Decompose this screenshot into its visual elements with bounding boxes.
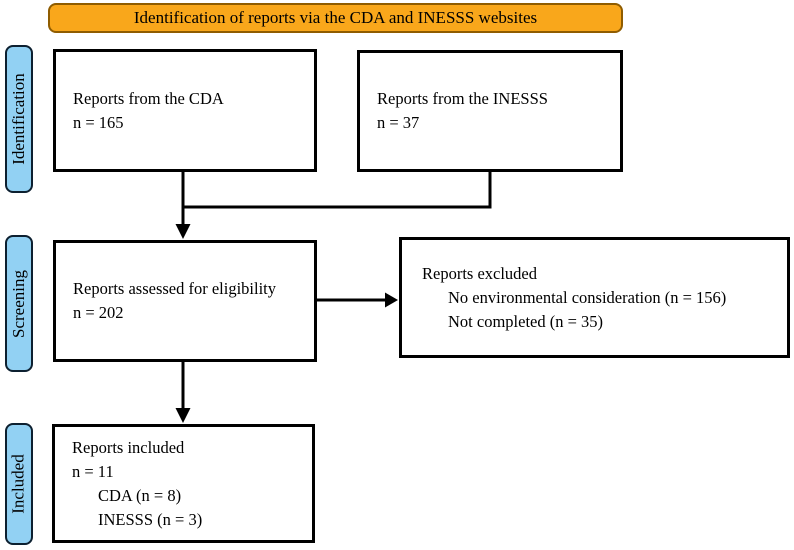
stage-identification-text: Identification xyxy=(9,73,29,165)
box-assessed-title: Reports assessed for eligibility xyxy=(73,279,277,298)
box-included-title: Reports included xyxy=(72,437,185,457)
box-reports-from-cda: Reports from the CDA n = 165 xyxy=(53,49,317,172)
stage-label-included: Included xyxy=(5,423,33,545)
box-included-cda-count: CDA (n = 8) xyxy=(98,485,182,505)
line-inesss-merge xyxy=(184,170,492,209)
arrowhead-into-included xyxy=(175,408,191,423)
box-reports-included: Reports included n = 11 CDA (n = 8) INES… xyxy=(52,424,315,543)
banner-identification-sources: Identification of reports via the CDA an… xyxy=(48,3,623,33)
box-inesss-title: Reports from the INESSS xyxy=(377,89,548,108)
box-reports-assessed: Reports assessed for eligibility n = 202 xyxy=(53,240,317,362)
box-reports-excluded: Reports excluded No environmental consid… xyxy=(399,237,790,358)
box-included-count: n = 11 xyxy=(72,461,114,481)
stage-screening-text: Screening xyxy=(9,269,29,338)
box-assessed-count: n = 202 xyxy=(73,303,124,322)
stage-label-identification: Identification xyxy=(5,45,33,193)
arrowhead-into-assessed xyxy=(175,224,191,239)
stage-label-screening: Screening xyxy=(5,235,33,372)
box-excluded-reason-not-completed: Not completed (n = 35) xyxy=(448,311,604,331)
arrowhead-into-excluded xyxy=(385,292,398,308)
box-cda-title: Reports from the CDA xyxy=(73,88,224,108)
banner-label: Identification of reports via the CDA an… xyxy=(133,8,538,27)
box-excluded-reason-environmental: No environmental consideration (n = 156) xyxy=(448,287,727,307)
box-included-inesss-count: INESSS (n = 3) xyxy=(98,509,203,529)
box-reports-from-inesss: Reports from the INESSS n = 37 xyxy=(357,50,623,172)
stage-included-text: Included xyxy=(9,454,29,514)
box-cda-count: n = 165 xyxy=(73,112,124,132)
box-inesss-count: n = 37 xyxy=(377,113,420,132)
box-excluded-title: Reports excluded xyxy=(422,263,538,283)
